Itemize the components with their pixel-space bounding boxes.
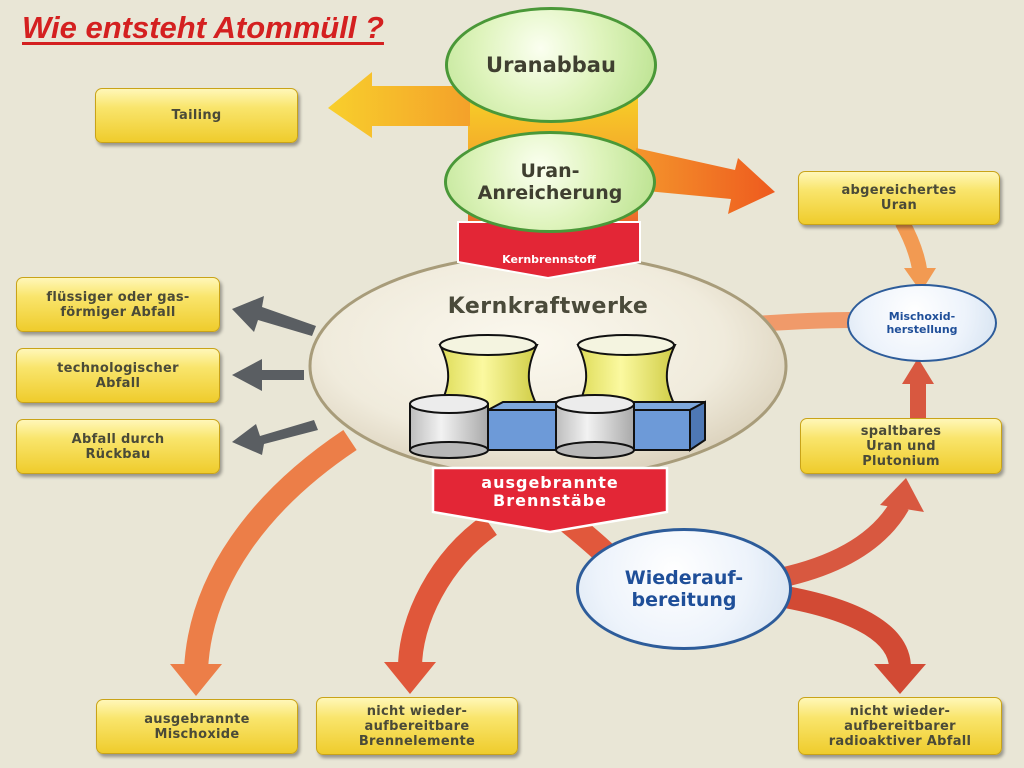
kernkraftwerke-label: Kernkraftwerke [447, 294, 649, 319]
technologischer-abfall-box: technologischer Abfall [16, 348, 220, 403]
nicht-wiederaufbereitbare-box: nicht wieder- aufbereitbare Brennelement… [316, 697, 518, 755]
spaltbares-uran-box: spaltbares Uran und Plutonium [800, 418, 1002, 474]
reactor-cylinder-right [555, 394, 635, 459]
radioaktiver-abfall-box: nicht wieder- aufbereitbarer radioaktive… [798, 697, 1002, 755]
waste-arrows [232, 296, 318, 455]
to-nonrecyclable-arrow [398, 515, 498, 669]
anreicherung-circle: Uran- Anreicherung [444, 131, 656, 233]
mischoxid-label: Mischoxid- herstellung [886, 310, 958, 336]
wiederaufbereitung-circle: Wiederauf- bereitung [576, 528, 792, 650]
kernbrennstoff-label: Kernbrennstoff [502, 253, 596, 266]
reactor-cylinder-left [409, 394, 489, 459]
reprocessing-to-fissile-arrow [777, 499, 909, 588]
depleted-uranium-arrow [636, 148, 775, 214]
brennstaebe-label: ausgebrannte Brennstäbe [481, 473, 619, 510]
uranabbau-label: Uranabbau [486, 52, 616, 77]
page-title: Wie entsteht Atommüll ? [22, 10, 384, 45]
to-mox-arrow [895, 218, 928, 274]
ausgebrannte-mischoxide-box: ausgebrannte Mischoxide [96, 699, 298, 754]
rueckbau-abfall-box: Abfall durch Rückbau [16, 419, 220, 474]
mischoxid-circle: Mischoxid- herstellung [847, 284, 997, 362]
tailing-arrow [328, 72, 470, 138]
uranabbau-circle: Uranabbau [445, 7, 657, 123]
abgereichertes-uran-box: abgereichertes Uran [798, 171, 1000, 225]
reprocessing-to-waste-arrow [778, 585, 911, 669]
to-spent-mox-arrow [184, 430, 357, 671]
brennstaebe-banner [431, 466, 669, 534]
fluessiger-abfall-box: flüssiger oder gas- förmiger Abfall [16, 277, 220, 332]
tailing-box: Tailing [95, 88, 298, 143]
wiederaufbereitung-label: Wiederauf- bereitung [624, 567, 744, 611]
anreicherung-label: Uran- Anreicherung [477, 160, 623, 204]
